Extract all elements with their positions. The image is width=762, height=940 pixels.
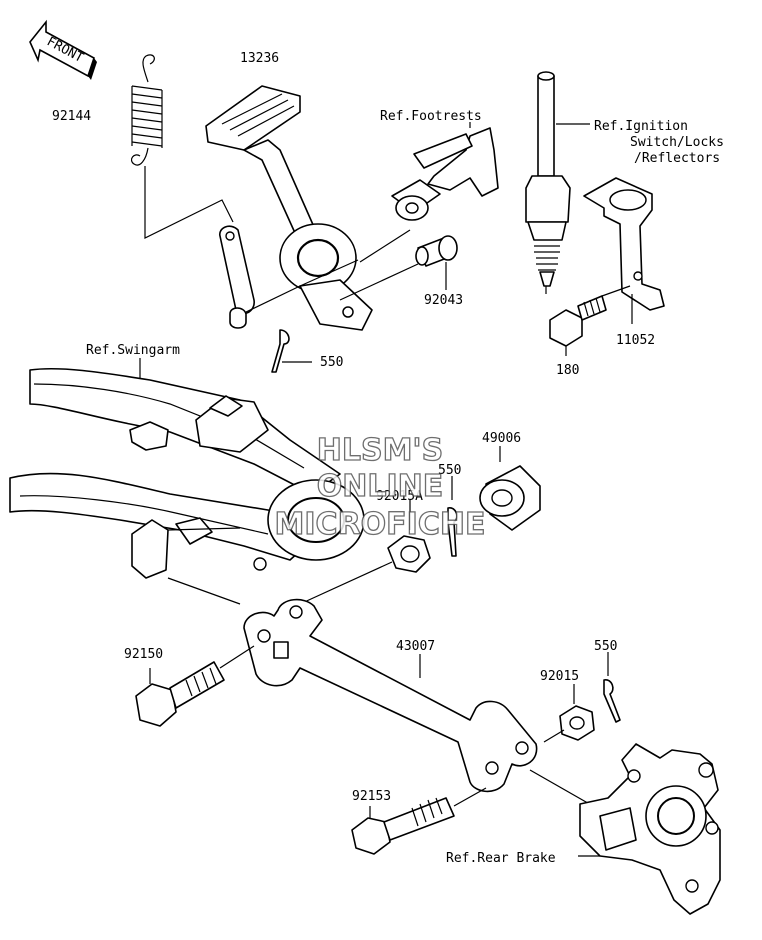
brake-torque-link-part	[243, 598, 538, 793]
spring-leader-line	[144, 166, 234, 239]
bolt-92153-part	[351, 787, 487, 855]
label-92043: 92043	[424, 293, 463, 308]
label-ref-footrests: Ref.Footrests	[380, 109, 482, 124]
label-11052: 11052	[616, 333, 655, 348]
bolt-180-part	[549, 285, 631, 347]
label-ref-ignition: Ref.Ignition	[594, 119, 688, 134]
nut-92015-part	[559, 705, 595, 741]
brake-light-switch-part	[525, 71, 571, 294]
clevis-pin-part	[415, 235, 458, 267]
label-180: 180	[556, 363, 579, 378]
nut2-leader-line	[543, 729, 565, 743]
label-13236: 13236	[240, 51, 279, 66]
label-43007: 43007	[396, 639, 435, 654]
label-ref-swingarm: Ref.Swingarm	[86, 343, 180, 358]
cotter-pin-top-part	[271, 329, 290, 373]
rear-brake-caliper-part	[579, 743, 721, 915]
label-550-low: 550	[594, 639, 617, 654]
footrest-leader-line	[359, 229, 411, 263]
footrest-pivot-part	[391, 127, 499, 221]
nut-92015a-part	[387, 535, 431, 573]
brake-pedal-part	[205, 85, 373, 331]
return-spring-part	[130, 54, 163, 166]
cotter-pin-mid-part	[447, 507, 458, 557]
watermark: HLSM'S ONLINE MICROFICHE	[274, 432, 486, 542]
label-92153: 92153	[352, 789, 391, 804]
pedal-link-arm-part	[219, 225, 301, 329]
label-switch-locks: Switch/Locks	[630, 135, 724, 150]
pin-leader-line	[339, 263, 419, 301]
label-49006: 49006	[482, 431, 521, 446]
watermark-line-3: MICROFICHE	[275, 507, 486, 542]
label-92015a: 92015A	[376, 489, 423, 504]
switch-bracket-part	[583, 177, 665, 311]
collar-49006-part	[479, 465, 541, 531]
front-arrow-icon: FRONT	[29, 19, 97, 80]
swingarm-part	[9, 367, 365, 605]
bolt-92150-part	[135, 645, 255, 727]
label-92144: 92144	[52, 109, 91, 124]
label-550-top: 550	[320, 355, 343, 370]
watermark-line-2: ONLINE	[317, 469, 444, 504]
label-92150: 92150	[124, 647, 163, 662]
label-550-mid: 550	[438, 463, 461, 478]
label-ref-rear-brake: Ref.Rear Brake	[446, 851, 556, 866]
label-reflectors: /Reflectors	[634, 151, 720, 166]
pivot-leader-line	[299, 259, 359, 287]
cotter-pin-low-part	[603, 679, 621, 723]
watermark-line-1: HLSM'S	[317, 433, 443, 468]
nut-leader-line	[299, 561, 393, 605]
label-92015: 92015	[540, 669, 579, 684]
